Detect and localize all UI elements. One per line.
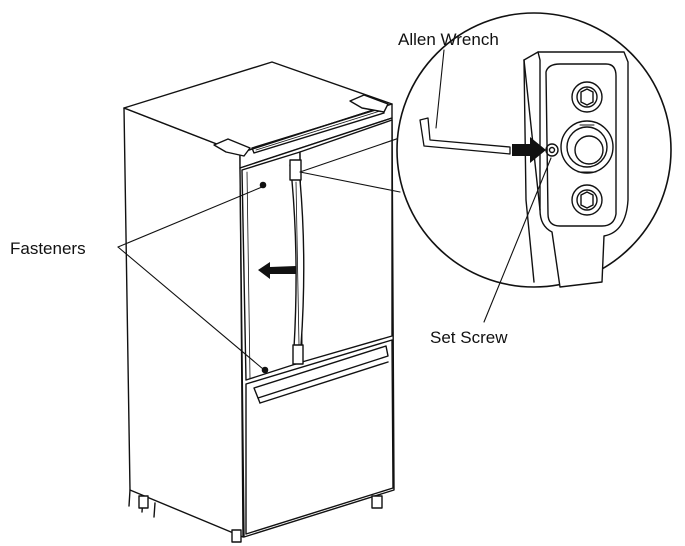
bracket-bolt-upper	[571, 81, 603, 113]
fastener-top-dot	[259, 181, 267, 189]
set-screw-label: Set Screw	[430, 328, 508, 347]
top-vent	[251, 107, 385, 154]
refrigerator-side-panel	[123, 107, 244, 538]
label-allen-wrench: Allen Wrench	[398, 30, 499, 129]
handle-bracket	[523, 51, 629, 288]
label-fasteners: Fasteners	[10, 186, 264, 370]
bracket-boss	[560, 120, 614, 174]
detail-magnifier	[396, 12, 672, 288]
hinge-cover-left	[213, 138, 251, 157]
bracket-bolt-lower	[571, 184, 603, 216]
door-handle	[289, 159, 305, 365]
fastener-bottom-dot	[261, 366, 269, 374]
allen-wrench-icon	[419, 117, 511, 155]
fasteners-label: Fasteners	[10, 239, 86, 258]
hinge-cover-right	[349, 94, 389, 113]
refrigerator	[123, 61, 395, 543]
direction-arrow	[258, 262, 296, 279]
label-set-screw: Set Screw	[430, 157, 552, 347]
freezer-drawer-handle	[253, 345, 389, 399]
insertion-arrow	[512, 137, 546, 163]
allen-wrench-label: Allen Wrench	[398, 30, 499, 49]
